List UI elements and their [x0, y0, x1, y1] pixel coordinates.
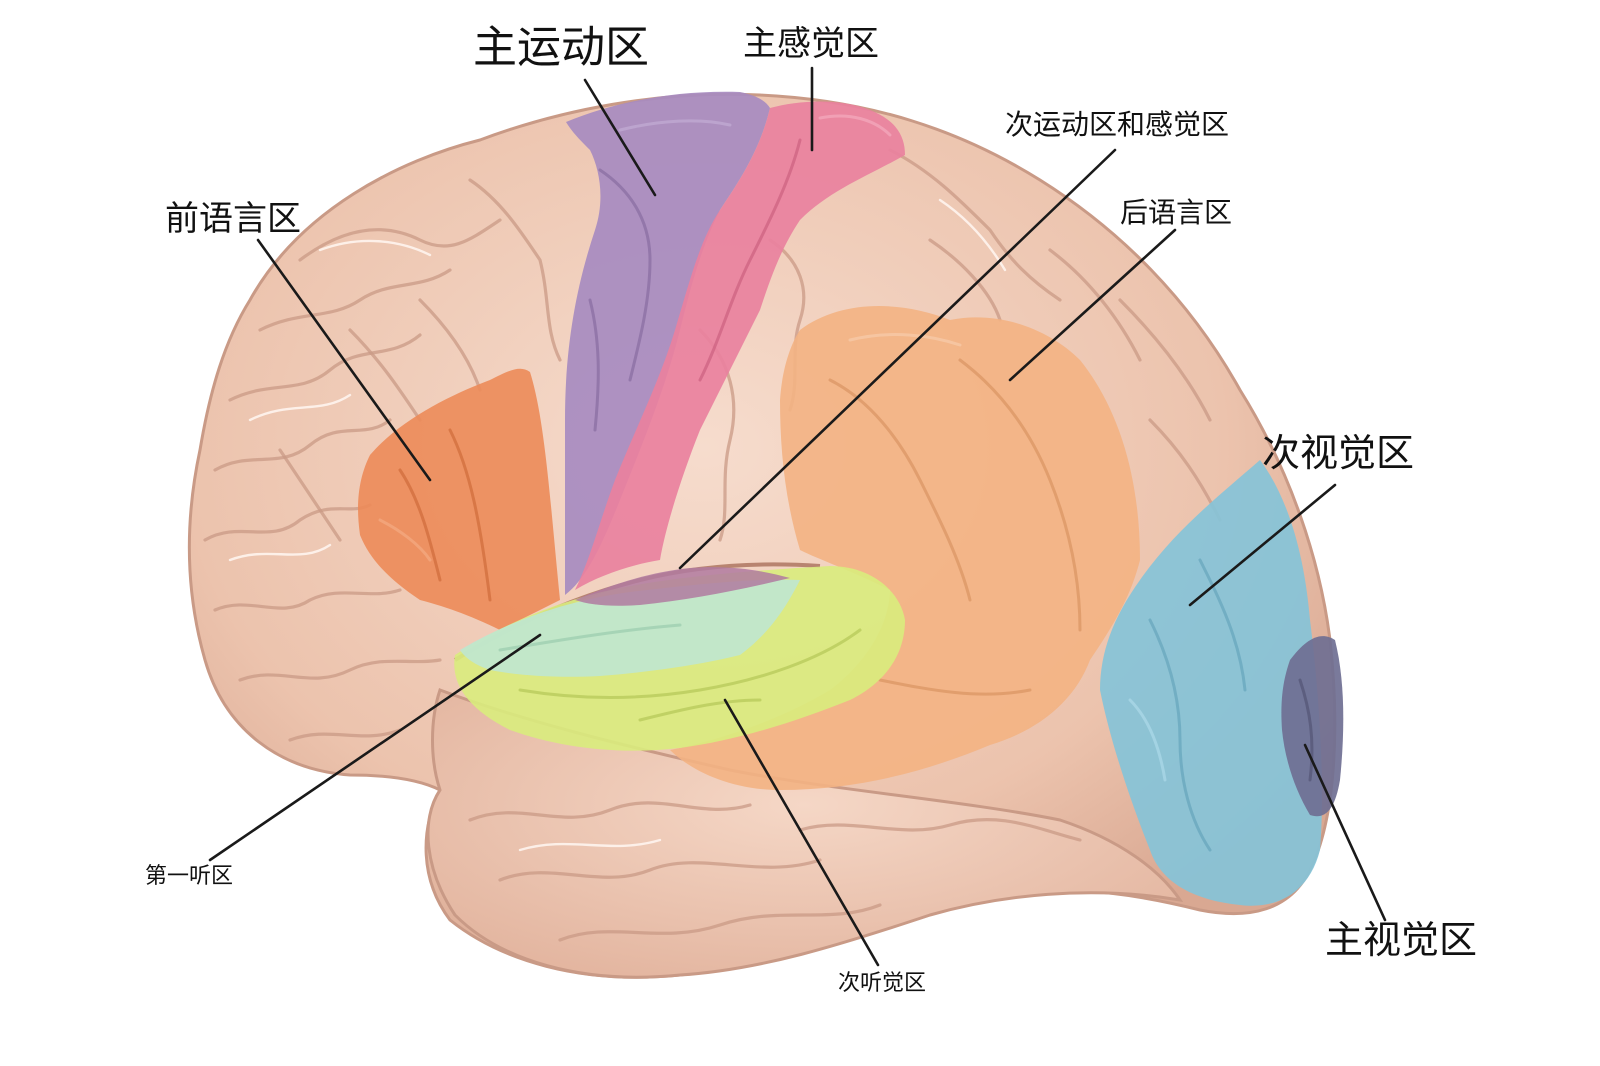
- label-secondary-visual: 次视觉区: [1262, 431, 1414, 475]
- leader-anterior-language: [256, 238, 432, 482]
- labels: 主运动区 主感觉区 次运动区和感觉区 前语言区 后语言区 次视觉区 第一听区 次…: [145, 22, 1477, 996]
- leader-posterior-language: [1008, 228, 1177, 382]
- leader-primary-motor: [583, 78, 657, 197]
- leader-secondary-auditory: [723, 698, 880, 967]
- leader-primary-visual: [1303, 743, 1387, 922]
- label-secondary-auditory: 次听觉区: [838, 971, 926, 996]
- primary-motor-area: [565, 91, 770, 595]
- leader-secondary-motor-sensory: [678, 148, 1117, 570]
- leader-primary-auditory: [208, 633, 542, 862]
- label-posterior-language: 后语言区: [1120, 196, 1232, 229]
- posterior-language-area: [670, 306, 1140, 790]
- gyri-texture: [203, 148, 1222, 942]
- label-primary-motor: 主运动区: [473, 22, 649, 73]
- label-primary-auditory: 第一听区: [145, 864, 233, 889]
- label-primary-visual: 主视觉区: [1325, 918, 1477, 962]
- primary-sensory-area: [575, 101, 905, 590]
- label-primary-sensory: 主感觉区: [743, 24, 879, 64]
- secondary-visual-area: [1100, 460, 1322, 906]
- label-secondary-motor-sensory: 次运动区和感觉区: [1005, 108, 1229, 141]
- label-anterior-language: 前语言区: [165, 199, 301, 239]
- primary-visual-area: [1281, 636, 1344, 817]
- anterior-language-area: [358, 368, 560, 630]
- leader-lines: [208, 66, 1387, 967]
- leader-secondary-visual: [1188, 483, 1337, 607]
- secondary-motor-sensory-area: [575, 567, 790, 606]
